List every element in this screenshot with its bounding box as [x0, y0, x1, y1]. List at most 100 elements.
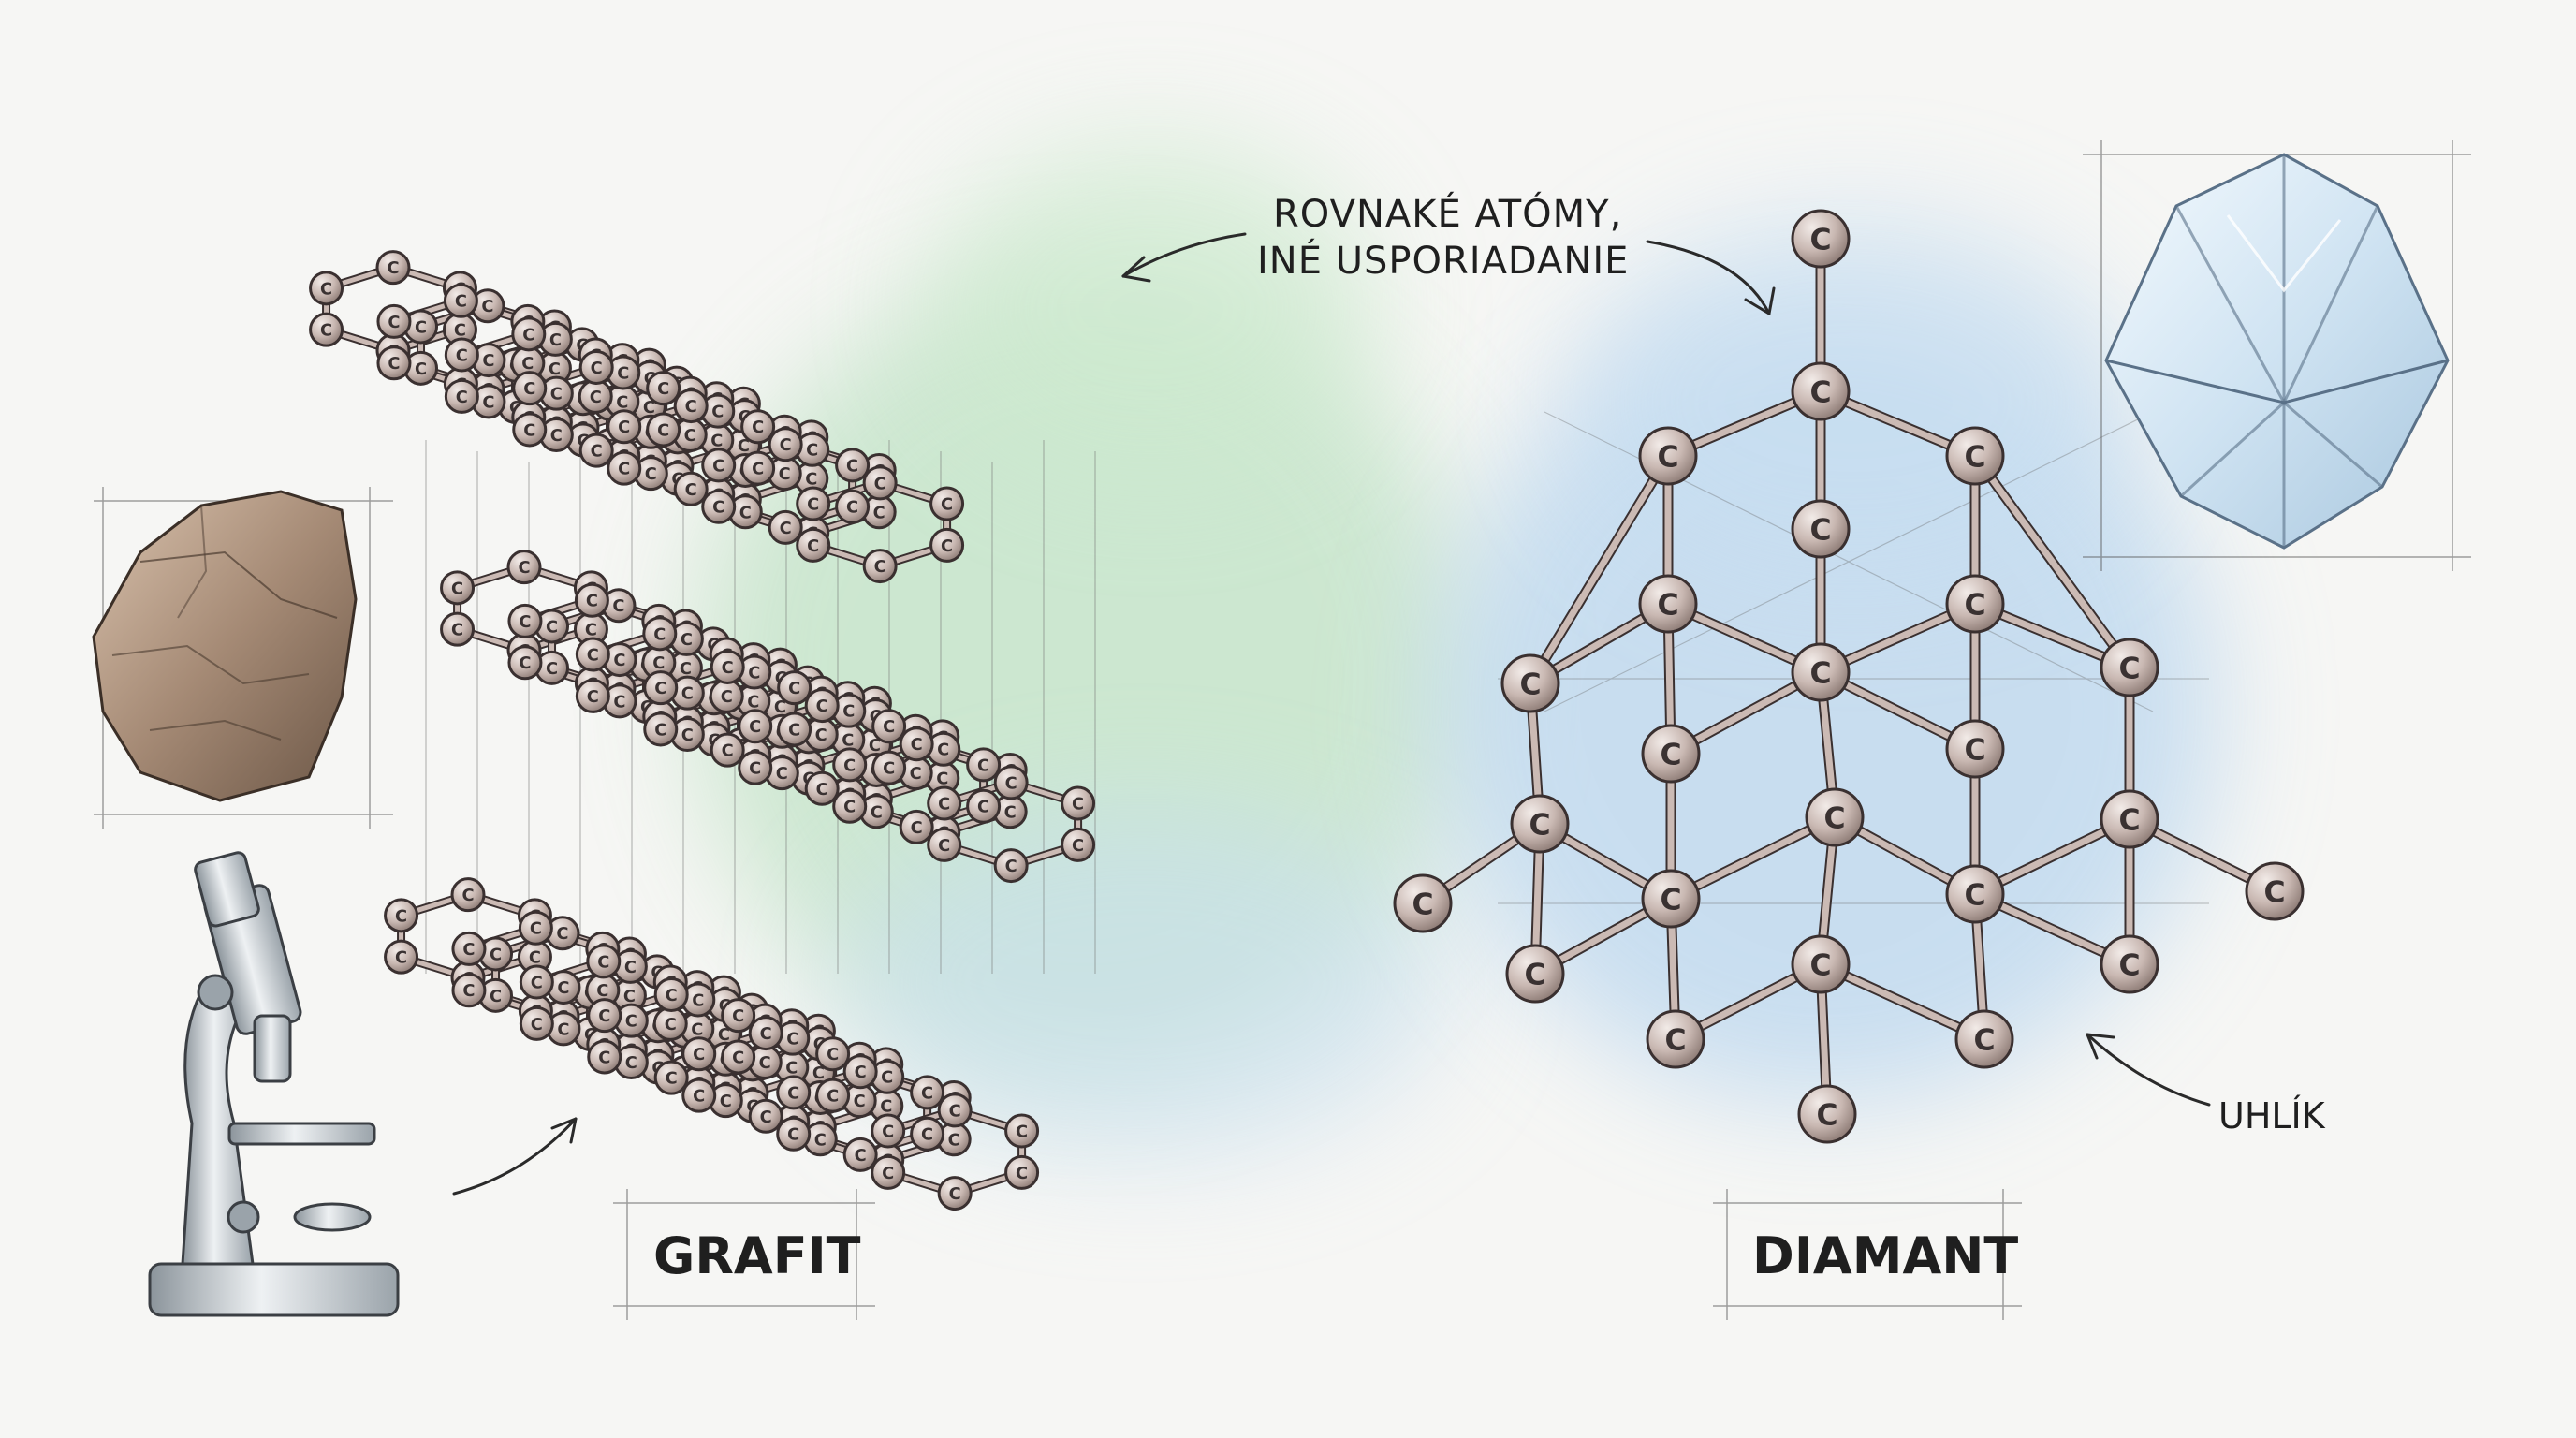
svg-text:C: C	[843, 798, 856, 817]
carbon-atom: C	[1945, 719, 2005, 779]
svg-text:C: C	[591, 442, 603, 462]
svg-text:C: C	[921, 1083, 933, 1103]
svg-text:C: C	[519, 612, 531, 632]
svg-text:C: C	[882, 1123, 894, 1142]
annotation-line-2: INÉ USPORIADANIE	[1257, 238, 1629, 283]
svg-text:C: C	[869, 736, 881, 756]
carbon-atom: C	[1646, 1009, 1705, 1069]
svg-text:C: C	[523, 420, 535, 440]
svg-text:C: C	[842, 731, 854, 751]
carbon-atom: C	[1954, 1009, 2014, 1069]
svg-text:C: C	[598, 1006, 610, 1026]
graphite-layer-top: CCCCCCCCCCCCCCCCCCCCCCCCCCCCCCCCCCCCCCCC…	[309, 250, 965, 584]
carbon-atom: C	[511, 316, 547, 352]
svg-text:C: C	[531, 1015, 543, 1034]
carbon-atom: C	[375, 250, 411, 286]
carbon-atom: C	[796, 527, 831, 563]
svg-text:C: C	[456, 345, 468, 365]
carbon-atom: C	[518, 910, 553, 946]
carbon-atom: C	[646, 412, 681, 448]
carbon-atom: C	[796, 486, 831, 521]
svg-text:C: C	[712, 456, 724, 476]
svg-text:C: C	[760, 1024, 772, 1044]
svg-text:C: C	[657, 379, 669, 399]
svg-text:C: C	[490, 945, 502, 964]
carbon-atom: C	[701, 489, 737, 524]
svg-text:C: C	[654, 720, 666, 740]
svg-text:C: C	[591, 359, 603, 378]
svg-text:C: C	[1809, 948, 1831, 982]
svg-text:C: C	[587, 687, 599, 707]
svg-text:C: C	[482, 351, 494, 371]
svg-text:C: C	[732, 1006, 744, 1026]
carbon-atom: C	[652, 1005, 688, 1041]
svg-text:C: C	[1823, 801, 1845, 835]
svg-text:C: C	[910, 764, 922, 784]
carbon-atom: C	[992, 794, 1028, 829]
carbon-atom: C	[1945, 574, 2005, 634]
svg-text:C: C	[597, 952, 609, 972]
carbon-atom: C	[607, 450, 642, 486]
svg-text:C: C	[596, 981, 608, 1001]
carbon-atom: C	[1638, 574, 1698, 634]
svg-text:C: C	[2118, 652, 2140, 685]
svg-text:C: C	[806, 441, 818, 461]
svg-text:C: C	[557, 1020, 569, 1039]
diamond-label: DIAMANT	[1752, 1226, 2018, 1285]
svg-text:C: C	[692, 990, 704, 1010]
svg-text:C: C	[807, 536, 819, 556]
watercolor-washes	[693, 140, 2218, 1161]
svg-text:C: C	[883, 759, 895, 779]
svg-text:C: C	[653, 624, 666, 644]
carbon-atom: C	[776, 1116, 812, 1152]
annotation-line-1: ROVNAKÉ ATÓMY,	[1273, 191, 1622, 236]
svg-text:C: C	[749, 759, 761, 779]
svg-text:C: C	[752, 418, 764, 437]
svg-text:C: C	[681, 726, 694, 745]
svg-text:C: C	[722, 658, 734, 678]
svg-text:C: C	[843, 756, 856, 775]
annotation-arrows	[452, 232, 2211, 1196]
svg-text:C: C	[752, 460, 764, 479]
carbon-atom: C	[519, 964, 554, 1000]
carbon-atom: C	[2100, 638, 2159, 697]
svg-text:C: C	[788, 679, 800, 698]
svg-text:C: C	[415, 317, 427, 337]
carbon-atom: C	[681, 982, 716, 1018]
carbon-atom: C	[804, 688, 840, 724]
carbon-atom: C	[1061, 827, 1096, 862]
carbon-atom: C	[721, 998, 756, 1034]
svg-text:C: C	[625, 1012, 637, 1032]
svg-text:C: C	[585, 621, 597, 640]
svg-text:C: C	[2118, 948, 2140, 982]
carbon-atom: C	[607, 409, 642, 445]
carbon-atom: C	[578, 349, 614, 385]
carbon-atom: C	[709, 678, 744, 713]
carbon-atom: C	[643, 670, 679, 706]
svg-text:C: C	[550, 426, 563, 446]
carbon-atom: C	[506, 550, 542, 585]
carbon-atom: C	[842, 1054, 878, 1090]
svg-text:C: C	[1657, 440, 1678, 474]
svg-text:C: C	[521, 354, 534, 374]
svg-text:C: C	[977, 756, 989, 775]
svg-text:C: C	[941, 495, 953, 515]
svg-text:C: C	[846, 498, 858, 518]
carbon-atom: C	[777, 712, 812, 747]
svg-text:C: C	[557, 978, 569, 998]
carbon-atom: C	[966, 747, 1002, 783]
carbon-atom: C	[1945, 426, 2005, 486]
carbon-atom: C	[653, 976, 689, 1012]
svg-text:C: C	[549, 330, 562, 350]
carbon-atom: C	[1061, 785, 1096, 821]
carbon-atom: C	[507, 645, 543, 681]
carbon-atom: C	[376, 345, 412, 381]
carbon-atom: C	[835, 489, 871, 524]
carbon-atom: C	[1004, 1154, 1040, 1190]
carbon-atom: C	[444, 378, 479, 414]
carbon-atom: C	[926, 731, 961, 767]
svg-text:C: C	[816, 697, 828, 716]
svg-text:C: C	[937, 741, 949, 760]
svg-text:C: C	[1964, 878, 1985, 912]
carbon-atom: C	[512, 371, 548, 406]
